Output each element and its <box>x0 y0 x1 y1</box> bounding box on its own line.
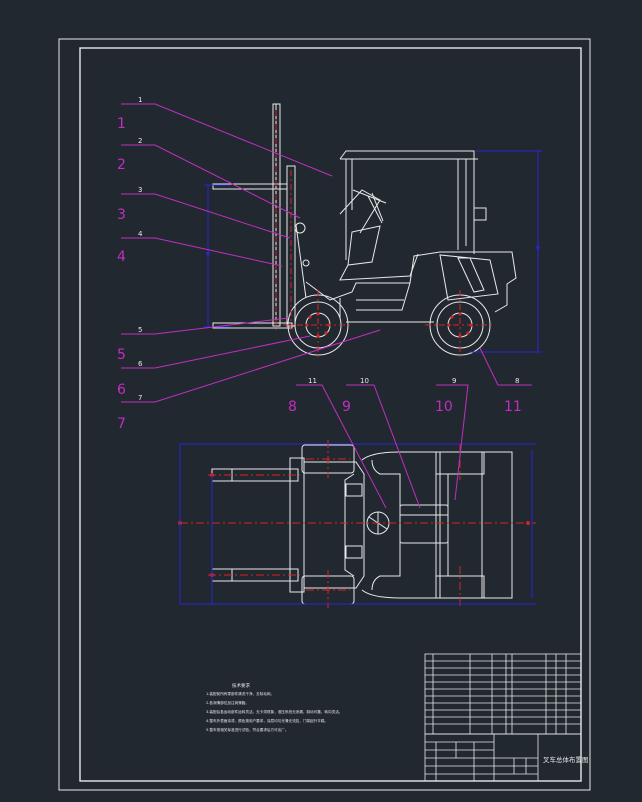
callout-label: 2 <box>117 157 126 173</box>
callout-label: 10 <box>435 399 453 415</box>
side-view <box>212 103 517 356</box>
leader-lines <box>121 103 532 509</box>
top-view-dimensions <box>179 443 536 605</box>
callout-label: 9 <box>342 399 351 415</box>
side-view-centerlines <box>275 110 495 360</box>
leader-number: 3 <box>138 186 142 194</box>
leader-number: 9 <box>452 377 456 385</box>
leader-number: 8 <box>515 377 519 385</box>
leader-number: 10 <box>360 377 369 385</box>
notes-line: 3.装配后各运动部件运转灵活，无卡滞现象，液压系统无渗漏，制动可靠，转向灵活。 <box>206 709 342 714</box>
leader-numbers: 1 2 3 4 5 6 7 8 9 10 11 <box>138 96 519 402</box>
callout-label: 4 <box>117 249 126 265</box>
notes-line: 2.各润滑部位加注润滑脂。 <box>206 700 249 705</box>
notes-line: 4.整车外表面涂漆，颜色按用户要求，涂层均匀光滑无流挂，门架起升平稳。 <box>206 718 328 723</box>
callout-labels: 1 2 3 4 5 6 7 8 9 10 11 <box>117 116 522 432</box>
callout-label: 8 <box>288 399 297 415</box>
callout-label: 7 <box>117 416 126 432</box>
hub-bolts <box>305 312 473 338</box>
notes-heading: 技术要求 <box>232 682 250 689</box>
leader-number: 2 <box>138 137 142 145</box>
notes-line: 5.整车按相关标准进行试验，符合要求后方可出厂。 <box>206 727 289 732</box>
centerline-markers <box>178 473 530 577</box>
callout-label: 3 <box>117 207 126 223</box>
leader-number: 7 <box>138 394 142 402</box>
leader-number: 4 <box>138 230 143 238</box>
leader-number: 5 <box>138 326 142 334</box>
callout-label: 6 <box>117 382 126 398</box>
parts-list-table <box>424 653 582 735</box>
technical-notes: 技术要求 1.装配前所有零部件清洗干净，去除毛刺。 2.各润滑部位加注润滑脂。 … <box>206 682 342 732</box>
leader-number: 6 <box>138 360 143 368</box>
top-view-centerlines <box>180 440 536 608</box>
title-block <box>424 733 582 782</box>
callout-label: 5 <box>117 347 126 363</box>
sheet-inner-border <box>79 47 582 782</box>
dimension-arrows-side <box>206 246 540 258</box>
sheet-outer-border <box>58 38 591 791</box>
drawing-title: 叉车总体布置图 <box>543 755 589 764</box>
callout-label: 1 <box>117 116 126 132</box>
notes-line: 1.装配前所有零部件清洗干净，去除毛刺。 <box>206 691 274 696</box>
leader-number: 1 <box>138 96 142 104</box>
leader-number: 11 <box>308 377 317 385</box>
top-view <box>211 444 513 605</box>
callout-label: 11 <box>504 399 522 415</box>
